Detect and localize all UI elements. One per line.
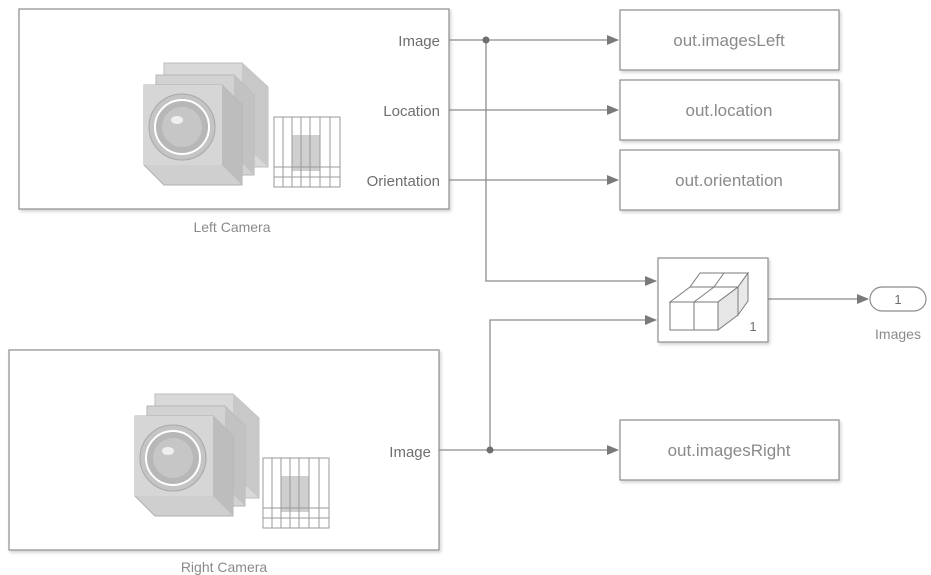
right-camera-grid-icon	[262, 457, 330, 529]
to-workspace-orientation-label: out.orientation	[675, 171, 783, 190]
left-camera-icon	[143, 62, 269, 186]
left-camera-block[interactable]: Image Location Orientation	[18, 8, 450, 210]
left-camera-port-location: Location	[383, 103, 440, 120]
to-workspace-location-label: out.location	[686, 101, 773, 120]
outport-name: Images	[875, 326, 921, 342]
outport-number: 1	[894, 292, 901, 307]
right-camera-port-image: Image	[389, 444, 431, 461]
left-camera-port-orientation: Orientation	[367, 173, 440, 190]
to-workspace-orientation[interactable]: out.orientation	[619, 149, 840, 211]
right-camera-title: Right Camera	[181, 559, 268, 575]
signal-branch-left-image	[485, 40, 657, 286]
concatenate-cube-icon	[668, 271, 749, 331]
left-camera-port-image: Image	[398, 33, 440, 50]
branch-point-left	[482, 36, 490, 44]
concatenate-dimension: 1	[749, 319, 756, 334]
to-workspace-images-right-label: out.imagesRight	[668, 441, 791, 460]
to-workspace-images-left-label: out.imagesLeft	[673, 31, 785, 50]
branch-point-right	[486, 446, 494, 454]
right-camera-block[interactable]: Image	[8, 349, 440, 551]
outport-images[interactable]: 1	[869, 286, 927, 312]
concatenate-block[interactable]: 1	[657, 257, 769, 343]
left-camera-grid-icon	[273, 116, 341, 188]
to-workspace-location[interactable]: out.location	[619, 79, 840, 141]
to-workspace-images-right[interactable]: out.imagesRight	[619, 419, 840, 481]
signal-lines	[439, 35, 869, 455]
right-camera-icon	[134, 393, 260, 517]
left-camera-title: Left Camera	[193, 219, 270, 235]
to-workspace-images-left[interactable]: out.imagesLeft	[619, 9, 840, 71]
signal-branch-right-image	[489, 315, 657, 450]
